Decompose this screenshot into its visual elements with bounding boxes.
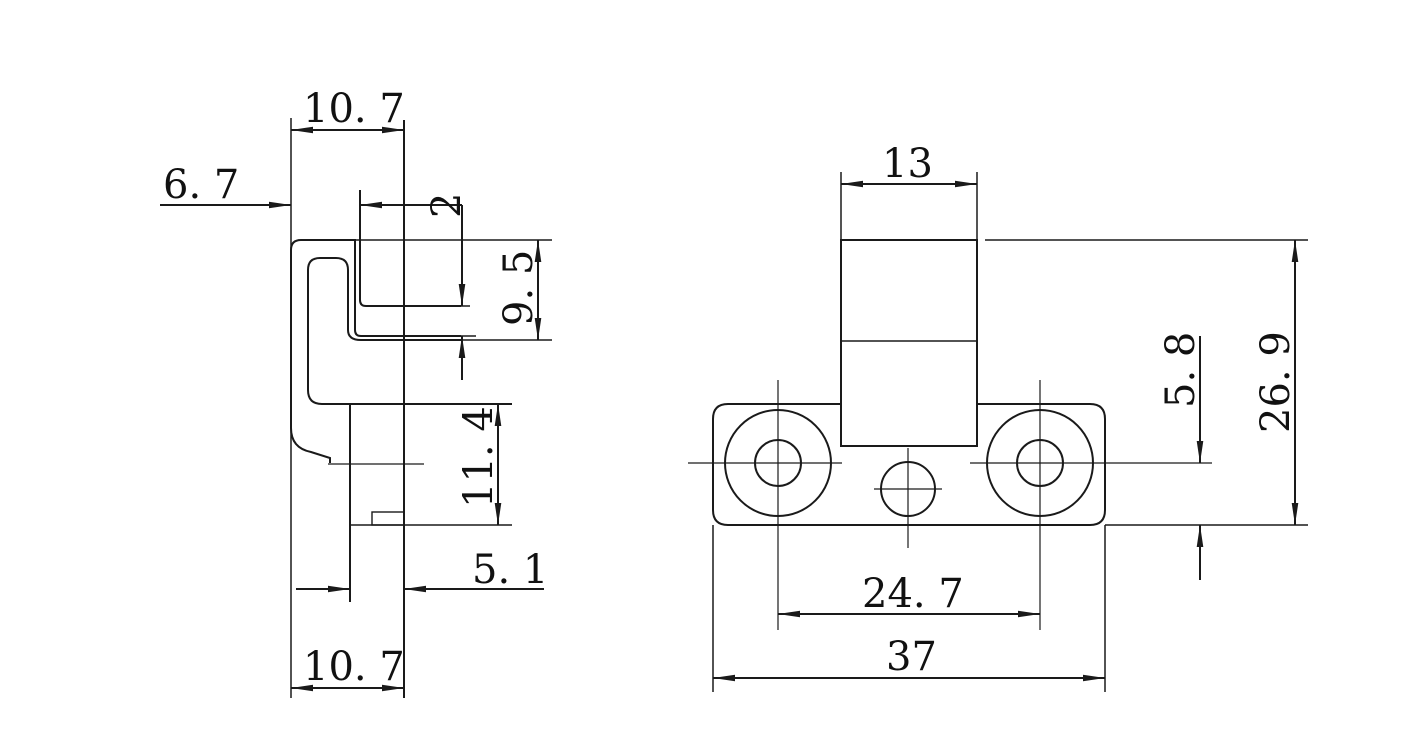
front-view: 13 26. 9 5. 8 24. 7 37 [688,141,1308,692]
dim-thickness-label: 5. 1 [472,547,548,593]
dim-hole-height-label: 5. 8 [1158,332,1204,408]
dim-slot-height-label: 9. 5 [496,250,542,326]
side-view-notch [371,511,405,526]
dim-total-height-label: 26. 9 [1253,331,1299,433]
dim-total-width-label: 37 [886,634,937,680]
side-view-slot [359,190,461,307]
dim-slot-label: 2 [424,193,470,218]
front-view-base-plate [712,403,1106,526]
dim-offset-label: 6. 7 [163,162,239,208]
dim-bottom-width-label: 10. 7 [303,644,405,690]
dim-hole-spacing-label: 24. 7 [862,571,964,617]
side-view: 10. 7 6. 7 2 9. 5 11. 4 5. 1 10. 7 [160,86,552,698]
front-view-upright [840,239,978,447]
dim-top-width-label: 10. 7 [303,86,405,132]
dim-lower-height-label: 11. 4 [456,406,502,508]
dim-upright-width-label: 13 [882,141,933,187]
